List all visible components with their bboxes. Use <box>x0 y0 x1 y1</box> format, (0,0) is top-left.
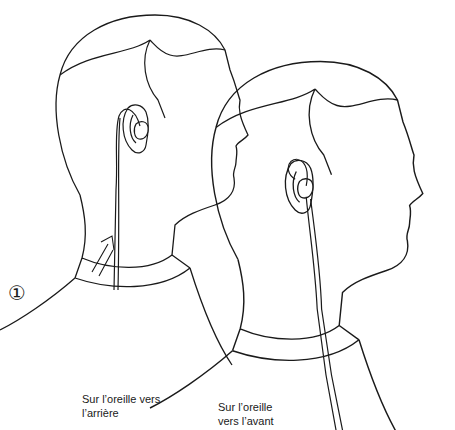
front-wearer <box>150 62 423 430</box>
cable-over-ear-back <box>114 109 140 290</box>
caption-label: Sur l’oreille vers l’arrière <box>82 392 178 420</box>
back-wearer <box>0 15 248 365</box>
front-wearer-body <box>150 62 423 430</box>
callout-number: ① <box>8 282 38 304</box>
movement-arrow <box>92 236 114 276</box>
cable-over-ear-front <box>288 159 343 430</box>
caption-label: Sur l’oreille vers l’avant <box>218 400 294 428</box>
